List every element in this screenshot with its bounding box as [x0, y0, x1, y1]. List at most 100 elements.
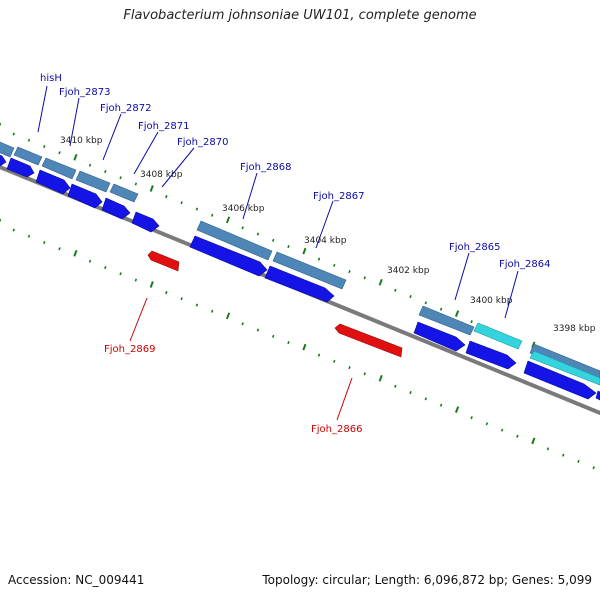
- minor-tick: [578, 460, 579, 463]
- minor-tick: [166, 291, 167, 294]
- minor-tick: [334, 264, 335, 267]
- forward-gene-track: [0, 152, 600, 400]
- accession-label: Accession: NC_009441: [8, 573, 144, 587]
- minor-tick: [135, 279, 136, 282]
- leader-line: [134, 132, 158, 174]
- minor-tick: [364, 373, 365, 376]
- minor-tick: [471, 320, 472, 323]
- leader-line: [38, 86, 47, 132]
- major-tick: [74, 154, 76, 160]
- minor-tick: [273, 335, 274, 338]
- gene-arrow[interactable]: [132, 212, 159, 232]
- gene-label[interactable]: Fjoh_2872: [100, 103, 151, 114]
- minor-tick: [364, 277, 365, 280]
- minor-tick: [410, 391, 411, 394]
- minor-tick: [593, 466, 594, 469]
- minor-tick: [242, 323, 243, 326]
- gene-label[interactable]: Fjoh_2868: [240, 162, 291, 173]
- minor-tick: [196, 304, 197, 307]
- feature-block[interactable]: [0, 140, 14, 157]
- minor-tick: [319, 258, 320, 261]
- major-tick: [380, 375, 382, 381]
- minor-tick: [258, 233, 259, 236]
- leader-line: [162, 148, 194, 187]
- minor-tick: [135, 183, 136, 186]
- reverse-gene-labels: Fjoh_2869 Fjoh_2866: [104, 344, 362, 435]
- minor-tick: [425, 398, 426, 401]
- minor-tick: [517, 435, 518, 438]
- gene-label[interactable]: Fjoh_2869: [104, 344, 155, 355]
- gene-label[interactable]: hisH: [40, 73, 62, 84]
- genome-summary: Topology: circular; Length: 6,096,872 bp…: [262, 573, 592, 587]
- major-tick: [227, 313, 229, 319]
- gene-label[interactable]: Fjoh_2867: [313, 191, 364, 202]
- major-tick: [303, 344, 305, 350]
- minor-tick: [548, 448, 549, 451]
- scale-labels: 3410 kbp 3408 kbp 3406 kbp 3404 kbp 3402…: [60, 136, 596, 334]
- minor-tick: [349, 270, 350, 273]
- minor-tick: [288, 341, 289, 344]
- minor-tick: [319, 354, 320, 357]
- minor-tick: [120, 177, 121, 180]
- minor-tick: [90, 164, 91, 167]
- scale-label: 3402 kbp: [387, 266, 430, 276]
- minor-tick: [441, 308, 442, 311]
- leader-line: [103, 114, 121, 160]
- gene-label[interactable]: Fjoh_2871: [138, 121, 189, 132]
- reverse-gene-track: [148, 251, 402, 357]
- minor-tick: [105, 170, 106, 173]
- minor-tick: [502, 429, 503, 432]
- minor-tick: [181, 202, 182, 205]
- forward-gene-labels: hisH Fjoh_2873 Fjoh_2872 Fjoh_2871 Fjoh_…: [40, 73, 550, 270]
- minor-tick: [258, 329, 259, 332]
- minor-tick: [486, 423, 487, 426]
- minor-tick: [90, 260, 91, 263]
- minor-tick: [29, 139, 30, 142]
- major-tick: [456, 407, 458, 413]
- scale-label: 3410 kbp: [60, 136, 103, 146]
- gene-label[interactable]: Fjoh_2866: [311, 424, 362, 435]
- scale-label: 3406 kbp: [222, 204, 265, 214]
- minor-tick: [120, 273, 121, 276]
- minor-tick: [59, 248, 60, 251]
- major-tick: [380, 279, 382, 285]
- gene-arrow[interactable]: [102, 198, 130, 219]
- minor-tick: [471, 416, 472, 419]
- minor-tick: [349, 366, 350, 369]
- gene-label[interactable]: Fjoh_2873: [59, 87, 110, 98]
- gene-label[interactable]: Fjoh_2864: [499, 259, 550, 270]
- minor-tick: [563, 454, 564, 457]
- minor-tick: [395, 385, 396, 388]
- minor-tick: [425, 302, 426, 305]
- major-tick: [532, 438, 534, 444]
- minor-tick: [288, 245, 289, 248]
- major-tick: [227, 217, 229, 223]
- minor-tick: [59, 152, 60, 155]
- scale-label: 3408 kbp: [140, 170, 183, 180]
- minor-tick: [273, 239, 274, 242]
- scale-label: 3398 kbp: [553, 324, 596, 334]
- gene-label[interactable]: Fjoh_2865: [449, 242, 500, 253]
- minor-tick: [166, 195, 167, 198]
- leader-line: [130, 298, 147, 341]
- minor-tick: [212, 214, 213, 217]
- gene-arrow[interactable]: [596, 391, 600, 400]
- minor-tick: [334, 360, 335, 363]
- minor-tick: [410, 295, 411, 298]
- feature-block[interactable]: [110, 184, 138, 202]
- major-tick: [303, 248, 305, 254]
- minor-tick: [395, 289, 396, 292]
- minor-tick: [212, 310, 213, 313]
- gene-label[interactable]: Fjoh_2870: [177, 137, 228, 148]
- scale-label: 3404 kbp: [304, 236, 347, 246]
- minor-tick: [44, 241, 45, 244]
- leader-line: [455, 253, 469, 300]
- minor-tick: [196, 208, 197, 211]
- major-tick: [151, 282, 153, 288]
- gene-arrow-reverse[interactable]: [148, 251, 179, 271]
- major-tick: [456, 311, 458, 317]
- map-title: Flavobacterium johnsoniae UW101, complet…: [0, 8, 600, 23]
- minor-tick: [242, 227, 243, 230]
